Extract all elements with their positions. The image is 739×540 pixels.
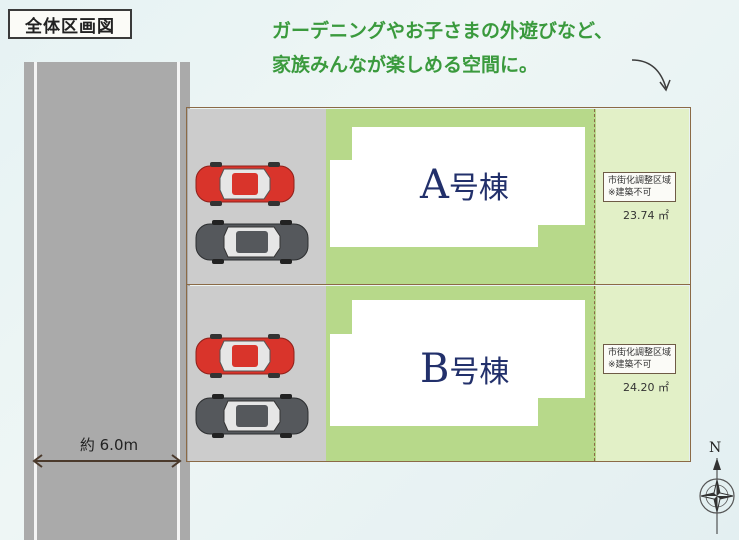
compass-icon [699,458,735,534]
lot-a-zone-note: ※建築不可 [608,188,652,198]
lot-a-zone-area: 23.74 ㎡ [623,209,669,222]
house-b-letter: B [420,346,450,392]
house-a-footprint-lower [330,160,538,247]
lot-a-zone-title: 市街化調整区域 [608,176,672,186]
lot-b [186,284,691,462]
caption: ガーデニングやお子さまの外遊びなど、 家族みんなが楽しめる空間に。 [272,14,613,82]
road-edge-line-right [177,62,180,540]
lot-b-zone-note: ※建築不可 [608,360,652,370]
dimension-arrow-right-icon [171,454,182,468]
dimension-arrow-left-icon [32,454,43,468]
caption-line-2: 家族みんなが楽しめる空間に。 [272,54,539,76]
road-edge-line-left [34,62,37,540]
house-b-label: B号棟 [420,346,509,392]
house-a-label: A号棟 [420,162,509,208]
page-title: 全体区画図 [8,9,132,39]
lot-b-zone-area: 24.20 ㎡ [623,381,669,394]
road-width-label: 約 6.0m [60,434,158,455]
road-dimension-line [34,460,180,462]
curved-arrow-icon [631,59,671,92]
house-b-footprint-lower [330,334,538,426]
car-red-icon [195,162,295,206]
lot-a-zone-divider [594,109,596,284]
house-b-suffix: 号棟 [449,355,510,390]
compass-north-label: N [709,440,722,456]
lot-b-zone-divider [594,286,596,461]
lot-b-zone-title: 市街化調整区域 [608,348,672,358]
house-a-suffix: 号棟 [448,171,509,206]
house-a-letter: A [420,162,449,208]
car-grey-icon [195,220,309,264]
car-red-icon [195,334,295,378]
caption-line-1: ガーデニングやお子さまの外遊びなど、 [272,20,614,42]
lot-b-zone-box: 市街化調整区域 ※建築不可 [603,344,677,374]
lot-a-zone-box: 市街化調整区域 ※建築不可 [603,172,677,202]
road [24,62,190,540]
car-grey-icon [195,394,309,438]
